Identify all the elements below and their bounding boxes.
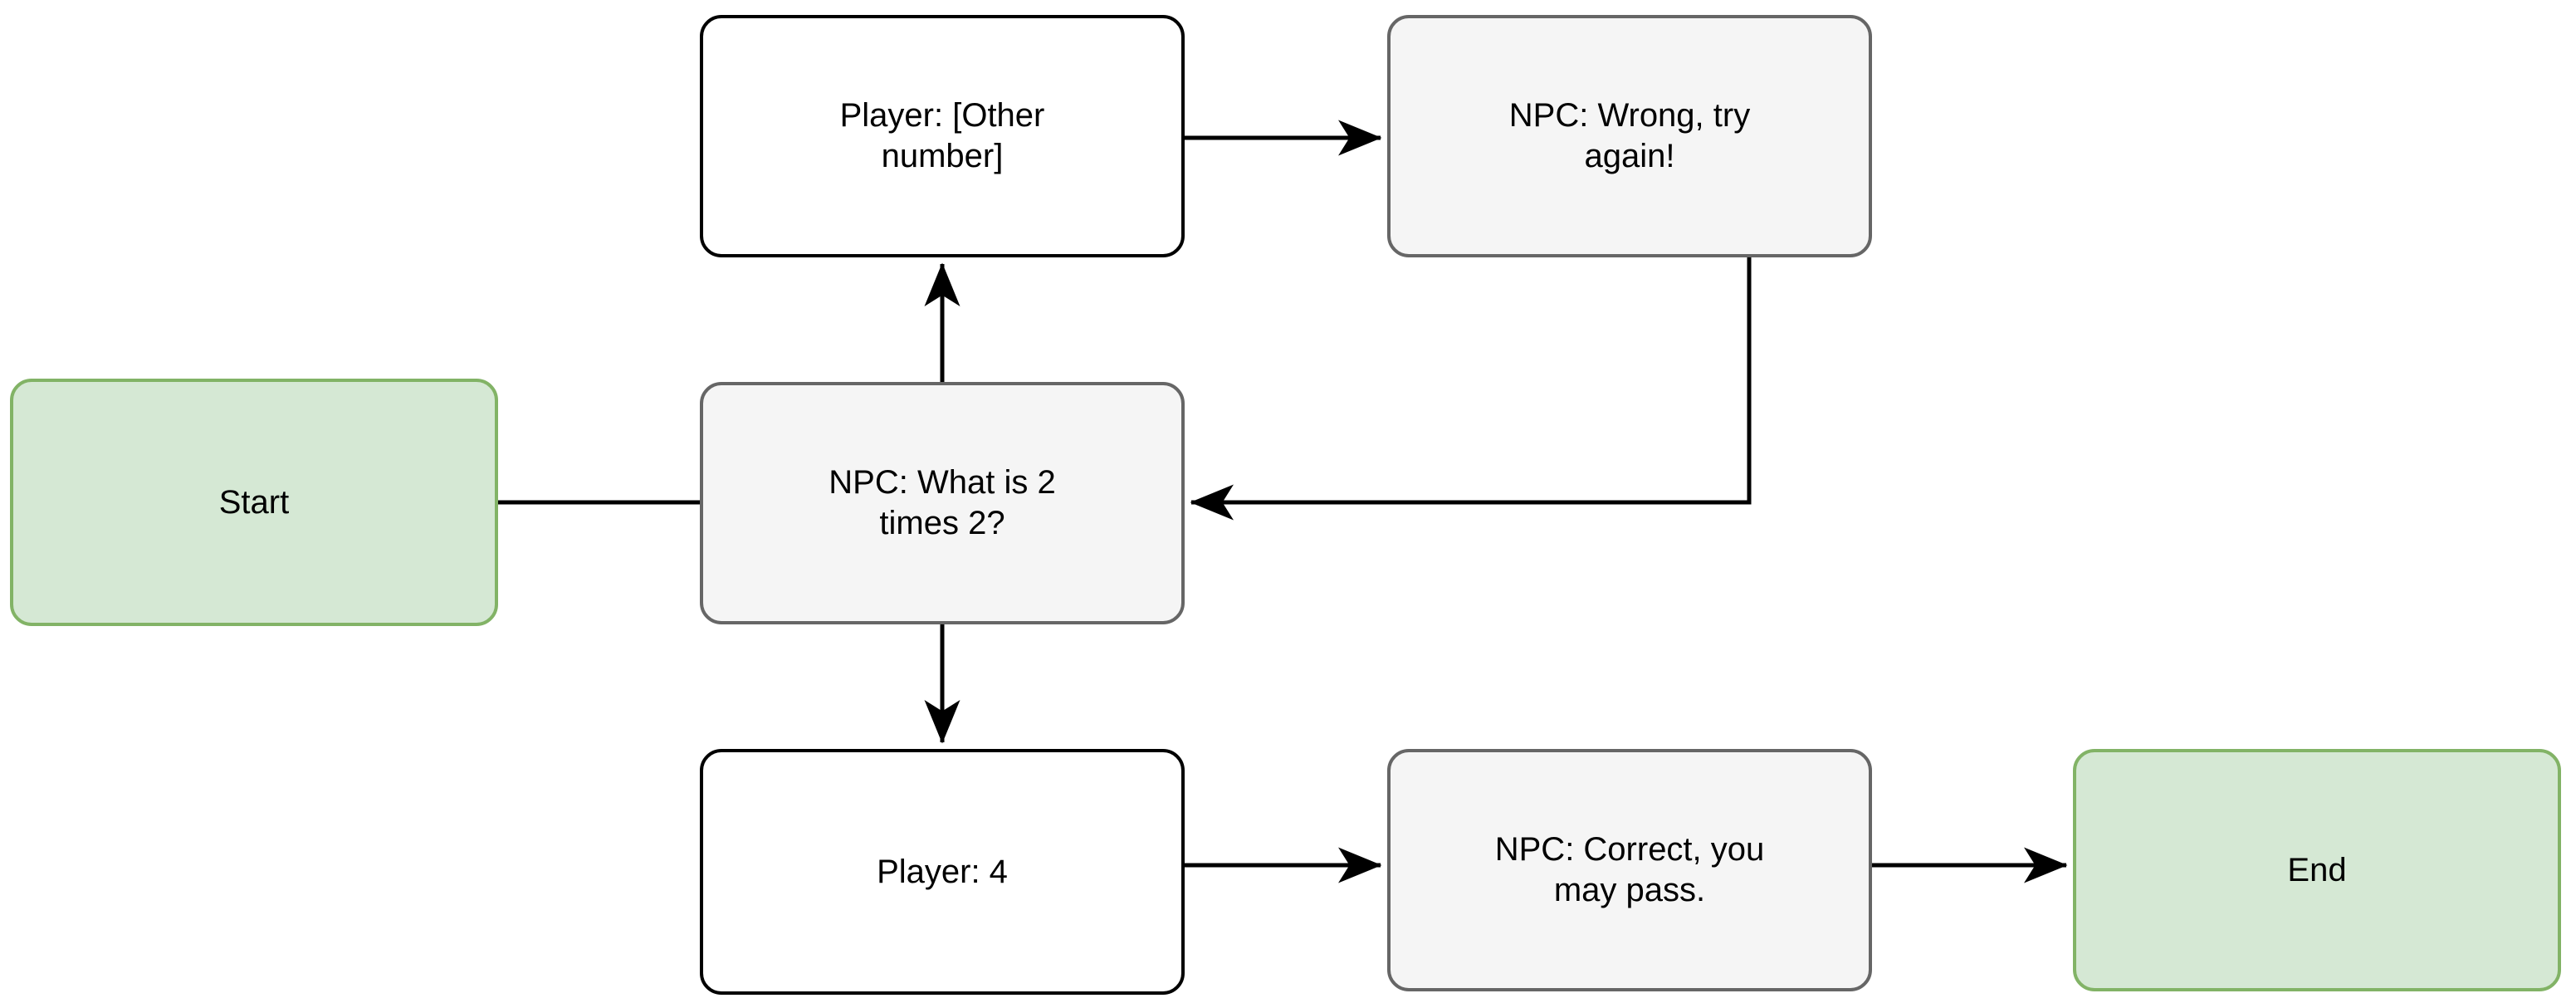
- edge-wrong-to-question: [1190, 257, 1752, 521]
- node-player-four[interactable]: Player: 4: [700, 749, 1185, 995]
- node-npc-question-label: NPC: What is 2 times 2?: [829, 464, 1056, 541]
- node-npc-correct-label: NPC: Correct, you may pass.: [1494, 831, 1765, 908]
- node-start-label: Start: [218, 483, 290, 521]
- node-start[interactable]: Start: [10, 379, 498, 626]
- node-npc-question[interactable]: NPC: What is 2 times 2?: [700, 382, 1185, 624]
- node-npc-correct[interactable]: NPC: Correct, you may pass.: [1387, 749, 1872, 991]
- node-end[interactable]: End: [2073, 749, 2561, 991]
- node-npc-wrong-label: NPC: Wrong, try again!: [1508, 97, 1751, 174]
- node-player-four-label: Player: 4: [877, 853, 1008, 890]
- node-end-label: End: [2287, 851, 2347, 888]
- node-player-other[interactable]: Player: [Other number]: [700, 15, 1185, 257]
- node-npc-wrong[interactable]: NPC: Wrong, try again!: [1387, 15, 1872, 257]
- node-player-other-label: Player: [Other number]: [839, 97, 1045, 174]
